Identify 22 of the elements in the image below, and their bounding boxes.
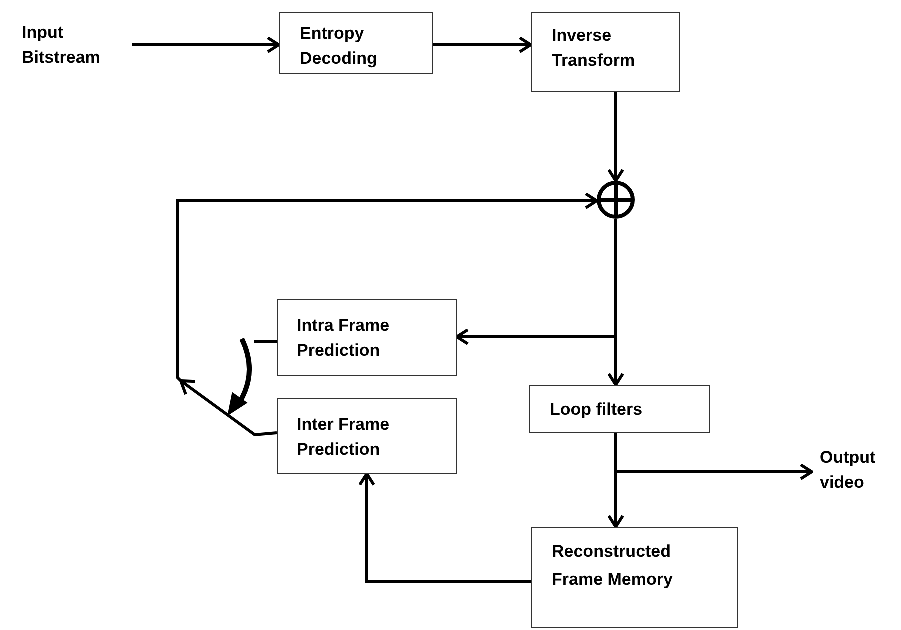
process-box <box>277 299 457 376</box>
box-label: Reconstructed Frame Memory <box>552 541 674 591</box>
box-label: Inverse Transform <box>552 25 636 72</box>
arrow <box>608 92 624 182</box>
process-box <box>529 385 710 433</box>
box-label: Entropy Decoding <box>300 23 378 70</box>
arrow <box>614 433 814 480</box>
process-box <box>531 12 680 92</box>
switch-contact <box>254 340 277 344</box>
io-label: Input Bitstream <box>22 22 102 69</box>
adder-symbol <box>597 181 635 219</box>
arrow <box>132 36 280 54</box>
process-box <box>277 398 457 474</box>
arrow <box>176 192 598 437</box>
box-label: Inter Frame Prediction <box>297 414 391 461</box>
process-box <box>279 12 433 74</box>
arrow <box>433 36 532 54</box>
process-box <box>531 527 738 628</box>
io-label: Output video <box>820 447 877 494</box>
box-label: Loop filters <box>550 399 644 421</box>
box-label: Intra Frame Prediction <box>297 315 391 362</box>
arrow <box>358 472 531 584</box>
